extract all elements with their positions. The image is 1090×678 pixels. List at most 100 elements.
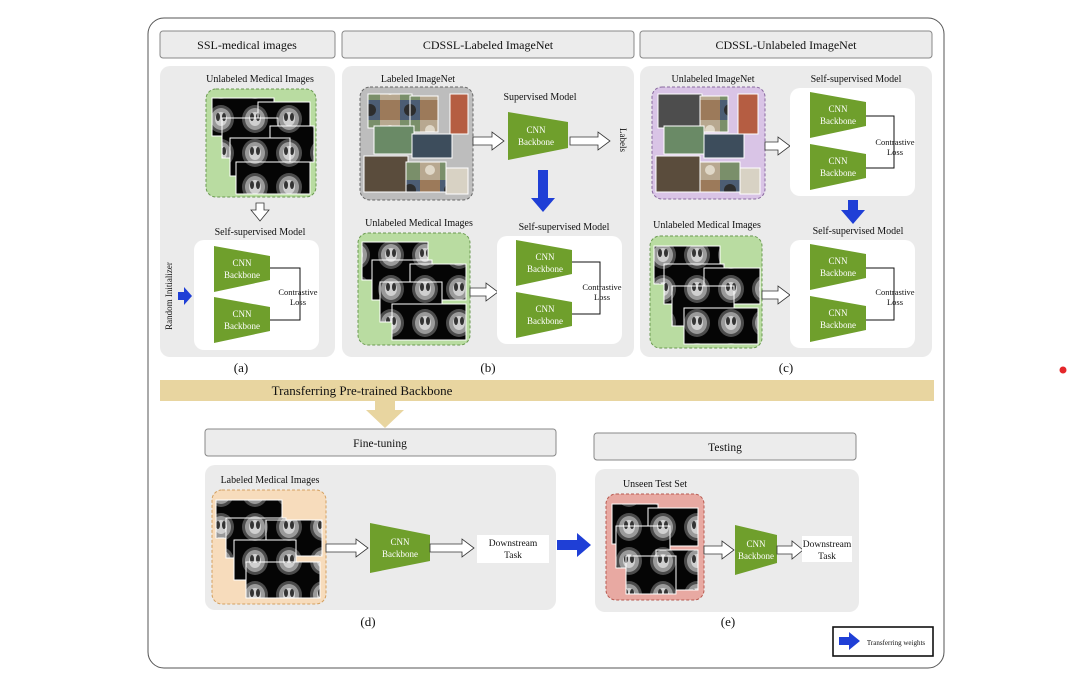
contrastive-label-b-1: Contrastive xyxy=(582,282,621,292)
label-labeled-medical: Labeled Medical Images xyxy=(221,475,320,486)
label-ssl-model-c-bottom: Self-supervised Model xyxy=(813,226,904,237)
column-title-a: SSL-medical images xyxy=(197,38,297,52)
svg-text:Backbone: Backbone xyxy=(820,168,856,178)
downstream-box-e xyxy=(802,536,852,562)
svg-text:CNN: CNN xyxy=(746,539,766,549)
svg-text:CNN: CNN xyxy=(526,125,546,135)
mri-stack-b xyxy=(361,241,467,341)
contrastive-label-b-2: Loss xyxy=(594,292,610,302)
svg-text:CNN: CNN xyxy=(828,308,848,318)
label-labeled-imagenet: Labeled ImageNet xyxy=(381,74,455,85)
svg-text:CNN: CNN xyxy=(232,258,252,268)
header-box-b xyxy=(341,30,635,59)
contrastive-label-a-2: Loss xyxy=(290,297,306,307)
legend-arrow-icon xyxy=(839,632,860,650)
svg-text:CNN: CNN xyxy=(535,252,555,262)
svg-text:Backbone: Backbone xyxy=(527,264,563,274)
transfer-banner-text: Transferring Pre-trained Backbone xyxy=(272,383,453,398)
label-unlabeled-imagenet: Unlabeled ImageNet xyxy=(671,74,754,85)
testing-header-box xyxy=(593,432,857,461)
labels-output: Labels xyxy=(618,128,628,152)
arrow-imagenet-to-ssl-c xyxy=(764,136,791,156)
caption-a: (a) xyxy=(234,360,248,375)
svg-text:Backbone: Backbone xyxy=(382,549,418,559)
svg-text:Backbone: Backbone xyxy=(527,316,563,326)
svg-text:Backbone: Backbone xyxy=(820,116,856,126)
transfer-banner xyxy=(160,380,934,401)
label-ssl-model-a: Self-supervised Model xyxy=(215,227,306,238)
caption-b: (b) xyxy=(480,360,495,375)
svg-text:CNN: CNN xyxy=(232,309,252,319)
downstream-label-e-2: Task xyxy=(818,552,836,562)
cnn-backbone-supervised: CNN Backbone xyxy=(508,112,568,160)
downstream-box-d xyxy=(477,535,549,563)
svg-text:Backbone: Backbone xyxy=(518,137,554,147)
contrastive-label-a-1: Contrastive xyxy=(278,287,317,297)
red-dot-marker xyxy=(1059,366,1067,374)
contrastive-connector-b xyxy=(572,261,601,315)
down-arrow-a xyxy=(250,202,270,222)
header-box-c xyxy=(639,30,933,59)
transfer-arrow-d-to-e xyxy=(557,533,591,557)
svg-text:CNN: CNN xyxy=(390,537,410,547)
svg-text:Backbone: Backbone xyxy=(224,270,260,280)
cnn-backbone-c2-bottom: CNN Backbone xyxy=(810,296,866,342)
banner-down-arrow xyxy=(366,401,404,428)
cnn-backbone-d: CNN Backbone xyxy=(370,523,430,573)
arrow-test-to-cnn xyxy=(703,540,735,560)
mri-stack-a xyxy=(211,97,315,195)
label-ssl-model-b: Self-supervised Model xyxy=(519,222,610,233)
svg-text:Backbone: Backbone xyxy=(820,268,856,278)
contrastive-connector-a xyxy=(270,267,301,321)
mri-stack-c xyxy=(653,245,761,345)
label-unlabeled-medical-c: Unlabeled Medical Images xyxy=(653,220,761,231)
svg-text:CNN: CNN xyxy=(535,304,555,314)
finetuning-title: Fine-tuning xyxy=(353,438,407,450)
arrow-cnn-to-downstream-e xyxy=(776,540,804,560)
cnn-backbone-a-bottom: CNN Backbone xyxy=(214,297,270,343)
svg-text:CNN: CNN xyxy=(828,104,848,114)
caption-d: (d) xyxy=(360,614,375,629)
arrow-cnn-to-downstream-d xyxy=(429,538,475,558)
caption-c: (c) xyxy=(779,360,793,375)
cnn-backbone-b-bottom: CNN Backbone xyxy=(516,292,572,338)
arrow-medical-to-ssl-c xyxy=(761,285,791,305)
arrow-labeled-medical-to-cnn xyxy=(325,538,369,558)
downstream-label-d-2: Task xyxy=(504,551,522,561)
caption-e: (e) xyxy=(721,614,735,629)
mri-stack-d xyxy=(215,499,323,599)
arrow-imagenet-to-supervised xyxy=(472,131,505,151)
legend-text: Transferring weights xyxy=(867,639,926,647)
transfer-arrow-b xyxy=(531,170,555,212)
svg-text:CNN: CNN xyxy=(828,156,848,166)
random-init-arrow xyxy=(178,287,192,305)
contrastive-label-c2-1: Contrastive xyxy=(875,287,914,297)
cnn-backbone-c1-bottom: CNN Backbone xyxy=(810,144,866,190)
finetuning-header-box xyxy=(204,428,557,457)
cnn-backbone-c2-top: CNN Backbone xyxy=(810,244,866,290)
arrow-to-labels xyxy=(569,131,611,151)
cnn-backbone-c1-top: CNN Backbone xyxy=(810,92,866,138)
svg-text:Backbone: Backbone xyxy=(224,321,260,331)
label-unlabeled-medical-a: Unlabeled Medical Images xyxy=(206,74,314,85)
cnn-backbone-a-top: CNN Backbone xyxy=(214,246,270,292)
label-supervised-model: Supervised Model xyxy=(503,92,576,103)
cnn-backbone-b-top: CNN Backbone xyxy=(516,240,572,286)
label-ssl-model-c-top: Self-supervised Model xyxy=(811,74,902,85)
imagenet-collage-c xyxy=(655,93,761,195)
downstream-label-e-1: Downstream xyxy=(803,540,852,550)
svg-text:Backbone: Backbone xyxy=(738,551,774,561)
cnn-backbone-e: CNN Backbone xyxy=(735,525,777,575)
contrastive-label-c1-1: Contrastive xyxy=(875,137,914,147)
label-unseen-test-set: Unseen Test Set xyxy=(623,479,687,490)
contrastive-label-c2-2: Loss xyxy=(887,297,903,307)
transfer-arrow-c xyxy=(841,200,865,224)
svg-text:Backbone: Backbone xyxy=(820,320,856,330)
arrow-medical-to-ssl-b xyxy=(469,282,499,302)
column-title-c: CDSSL-Unlabeled ImageNet xyxy=(716,38,858,52)
column-title-b: CDSSL-Labeled ImageNet xyxy=(423,38,554,52)
downstream-label-d-1: Downstream xyxy=(489,539,538,549)
testing-title: Testing xyxy=(708,442,742,454)
header-box-a xyxy=(159,30,336,59)
